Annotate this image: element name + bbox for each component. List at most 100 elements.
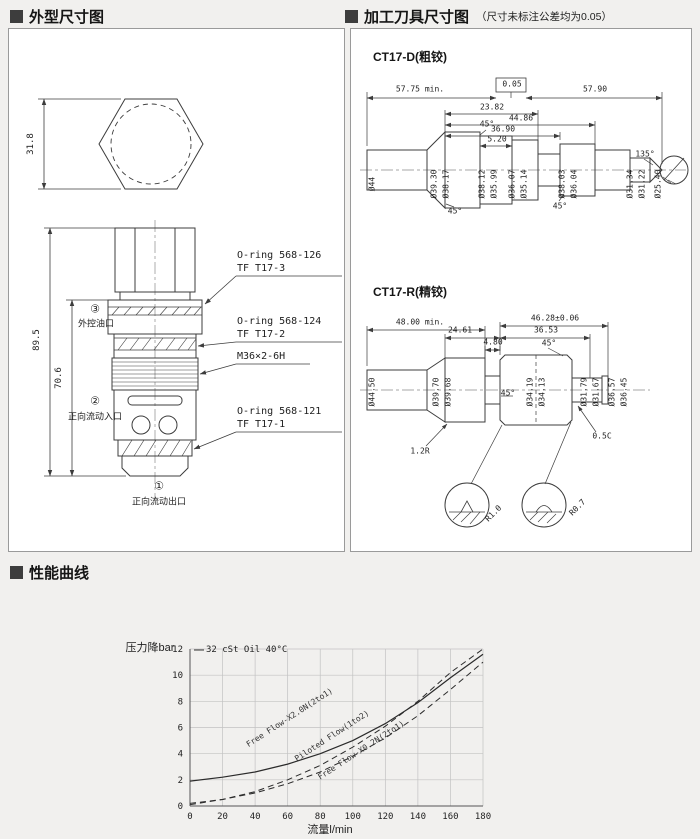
section-bullet-icon xyxy=(10,566,23,579)
ct17r-dim-4-80: 4.80 xyxy=(483,337,503,347)
ct17r-dia-label: Ø34.13 xyxy=(537,377,547,407)
section-tooling-note: （尺寸未标注公差均为0.05） xyxy=(476,11,612,23)
svg-text:6: 6 xyxy=(178,724,183,734)
ct17r-dia-label: Ø34.19 xyxy=(525,377,535,407)
callout-oring-124: O-ring 568-124 TF T17-2 xyxy=(237,315,321,341)
ct17d-dia-label: Ø35.14 xyxy=(519,169,529,199)
svg-text:10: 10 xyxy=(172,671,183,681)
callout-oring-121: O-ring 568-121 TF T17-1 xyxy=(237,405,321,431)
ct17d-dia-label: Ø36.07 xyxy=(507,169,517,199)
ct17r-note-radius: 1.2R xyxy=(410,446,430,456)
svg-text:140: 140 xyxy=(410,812,426,822)
detail-circle-r1 xyxy=(444,482,490,528)
ct17d-dim-44-86: 44.86 xyxy=(508,113,534,123)
ct17d-angle-135: 135° xyxy=(635,149,655,159)
chart-annotation: 32 cSt Oil 40°C xyxy=(206,645,288,655)
valve-side-view xyxy=(44,220,342,500)
ct17d-dia-label: Ø25.40 xyxy=(653,169,663,199)
callout-oring-124-line1: O-ring 568-124 xyxy=(237,316,322,327)
ct17r-dim-24-61: 24.61 xyxy=(447,325,473,335)
ct17r-angle-45b: 45° xyxy=(500,388,516,398)
callout-thread-line1: M36×2-6H xyxy=(237,351,286,362)
section-tooling-title: 加工刀具尺寸图 xyxy=(364,9,470,26)
ct17d-tol-005: 0.05 xyxy=(502,79,522,89)
svg-text:20: 20 xyxy=(217,812,228,822)
ct17r-note-chamfer: 0.5C xyxy=(592,431,612,441)
ct17d-dia-label: Ø36.04 xyxy=(569,169,579,199)
port3-number: ③ xyxy=(90,303,100,316)
callout-oring-124-line2: TF T17-2 xyxy=(237,329,286,340)
svg-text:0: 0 xyxy=(178,802,183,812)
ct17r-dia-label: Ø31.67 xyxy=(591,377,601,407)
ct17r-dia-label: Ø36.45 xyxy=(619,377,629,407)
svg-text:4: 4 xyxy=(178,750,183,760)
ct17r-dia-label: Ø31.79 xyxy=(579,377,589,407)
callout-oring-121-line1: O-ring 568-121 xyxy=(237,406,322,417)
svg-text:180: 180 xyxy=(475,812,491,822)
ct17d-dia-label: Ø38.17 xyxy=(441,169,451,199)
ct17d-angle-45a: 45° xyxy=(479,119,495,129)
callout-oring-126-line1: O-ring 568-126 xyxy=(237,250,322,261)
section-tooling-header: 加工刀具尺寸图 （尺寸未标注公差均为0.05） xyxy=(345,6,612,27)
callout-oring-121-line2: TF T17-1 xyxy=(237,419,286,430)
port3-label: 外控油口 xyxy=(77,318,115,329)
svg-text:2: 2 xyxy=(178,776,183,786)
section-outline-title: 外型尺寸图 xyxy=(29,9,105,26)
callout-oring-126-line2: TF T17-3 xyxy=(237,263,286,274)
ct17d-dia-label: Ø31.34 xyxy=(625,169,635,199)
ct17r-dia-label: Ø44.50 xyxy=(367,377,377,407)
svg-text:80: 80 xyxy=(315,812,326,822)
section-bullet-icon xyxy=(345,10,358,23)
callout-thread: M36×2-6H xyxy=(237,350,285,363)
ct17r-angle-45a: 45° xyxy=(541,338,557,348)
ct17d-dia-label: Ø31.22 xyxy=(637,169,647,199)
svg-text:120: 120 xyxy=(377,812,393,822)
ct17r-dia-label: Ø39.70 xyxy=(431,377,441,407)
section-outline-header: 外型尺寸图 xyxy=(10,6,104,27)
ct17r-title: CT17-R(精铰) xyxy=(373,285,447,299)
svg-text:8: 8 xyxy=(178,697,183,707)
svg-text:40: 40 xyxy=(250,812,261,822)
ct17r-dia-label: Ø39.68 xyxy=(443,377,453,407)
ct17d-dia-label: Ø44 xyxy=(367,176,377,192)
ct17r-dim-36-53: 36.53 xyxy=(533,325,559,335)
ct17d-dim-23-82: 23.82 xyxy=(479,102,505,112)
ct17d-dia-label: Ø35.99 xyxy=(489,169,499,199)
dim-body-height: 70.6 xyxy=(54,367,65,389)
port2-number: ② xyxy=(90,395,100,408)
hex-top-view xyxy=(38,98,204,190)
ct17d-dim-5-20: 5.20 xyxy=(487,134,507,144)
tooling-drawing xyxy=(360,77,689,528)
dim-hex-across-flats: 31.8 xyxy=(26,133,37,155)
outline-panel xyxy=(8,28,345,552)
ct17d-dia-label: Ø38.12 xyxy=(477,169,487,199)
ct17d-dim-57-90: 57.90 xyxy=(582,84,608,94)
detail-circle-r2 xyxy=(521,482,567,528)
ct17d-dia-label: Ø39.30 xyxy=(429,169,439,199)
ct17r-profile xyxy=(360,322,650,528)
ct17r-dia-label: Ø36.57 xyxy=(607,377,617,407)
outline-drawing xyxy=(38,98,342,500)
chart-ylabel: 压力降bar xyxy=(125,642,175,654)
chart-xlabel: 流量l/min xyxy=(307,824,353,836)
ct17d-angle-45b: 45° xyxy=(447,206,463,216)
ct17d-dia-label: Ø38.03 xyxy=(557,169,567,199)
port1-label: 正向流动出口 xyxy=(131,496,187,507)
svg-text:0: 0 xyxy=(187,812,192,822)
port1-number: ① xyxy=(154,480,164,493)
port2-label: 正向流动入口 xyxy=(67,411,123,422)
svg-text:100: 100 xyxy=(345,812,361,822)
svg-text:60: 60 xyxy=(282,812,293,822)
section-bullet-icon xyxy=(10,10,23,23)
svg-text:12: 12 xyxy=(172,645,183,655)
section-curves-header: 性能曲线 xyxy=(10,562,89,583)
section-curves-title: 性能曲线 xyxy=(29,565,90,582)
ct17d-dim-57-75: 57.75 min. xyxy=(395,84,445,94)
ct17r-dim-48-00: 48.00 min. xyxy=(395,317,445,327)
ct17d-angle-45c: 45° xyxy=(552,201,568,211)
ct17d-title: CT17-D(粗铰) xyxy=(373,50,447,64)
ct17d-profile xyxy=(360,77,689,210)
dim-overall-height: 89.5 xyxy=(32,329,43,351)
svg-text:160: 160 xyxy=(442,812,458,822)
